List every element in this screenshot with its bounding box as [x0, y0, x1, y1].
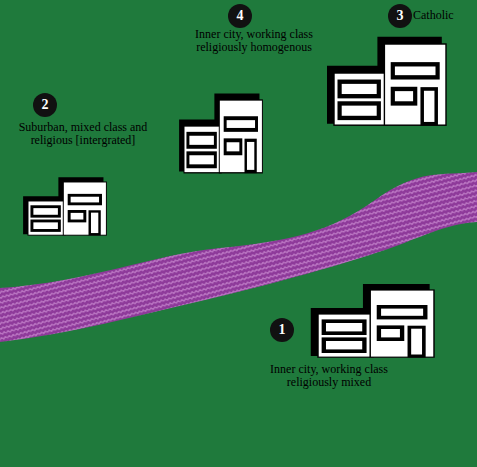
area-label: Inner city, working class religiously ho…	[178, 28, 330, 54]
building-3	[327, 37, 446, 125]
callout-number: 2	[33, 93, 57, 117]
callout-number: 4	[228, 4, 252, 28]
area-label: Suburban, mixed class and religious [int…	[12, 121, 154, 147]
callout-node: 2Suburban, mixed class and religious [in…	[33, 93, 57, 117]
building-1	[311, 284, 434, 357]
area-label: Catholic	[413, 9, 473, 22]
callout-number: 3	[388, 4, 412, 28]
callout-node: 1Inner city, working class religiously m…	[270, 318, 294, 342]
callout-node: 3Catholic	[388, 4, 412, 28]
building-2	[23, 177, 106, 235]
building-4	[179, 94, 262, 173]
callout-number: 1	[270, 318, 294, 342]
callout-node: 4Inner city, working class religiously h…	[228, 4, 252, 28]
area-label: Inner city, working class religiously mi…	[254, 363, 404, 389]
